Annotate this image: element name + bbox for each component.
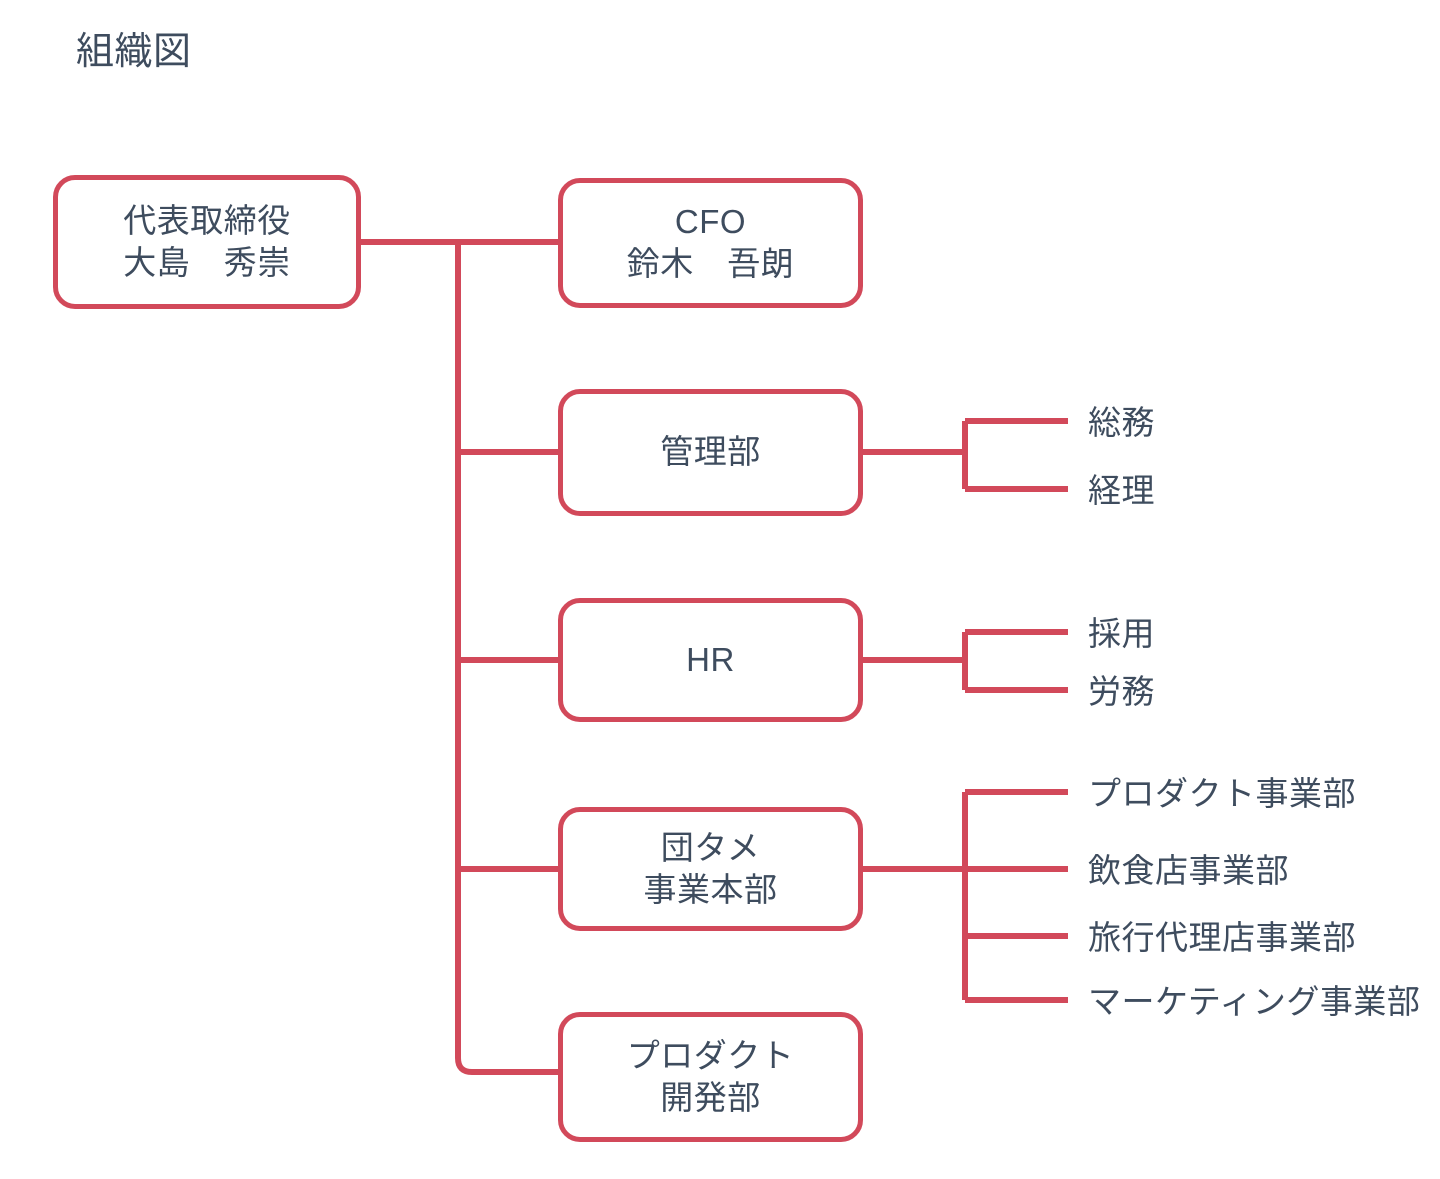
node-administration-department[interactable]: 管理部 xyxy=(558,389,863,516)
leaf-label-marketing-division[interactable]: マーケティング事業部 xyxy=(1088,983,1421,1020)
leaf-label-labor-affairs[interactable]: 労務 xyxy=(1088,673,1155,710)
node-cfo[interactable]: CFO 鈴木 吾朗 xyxy=(558,178,863,308)
node-dantame-subtitle: 事業本部 xyxy=(643,871,778,908)
node-root-name: 大島 秀崇 xyxy=(123,244,291,281)
node-hr-title: HR xyxy=(686,640,735,678)
node-root-title: 代表取締役 xyxy=(123,201,291,239)
node-product-subtitle: 開発部 xyxy=(660,1079,761,1116)
node-product-title: プロダクト xyxy=(626,1036,795,1074)
leaf-label-accounting[interactable]: 経理 xyxy=(1088,472,1155,509)
node-cfo-name: 鈴木 吾朗 xyxy=(626,245,795,282)
node-dantame-title: 団タメ xyxy=(660,828,761,866)
node-admin-title: 管理部 xyxy=(660,433,761,471)
leaf-label-restaurant-division[interactable]: 飲食店事業部 xyxy=(1088,852,1289,889)
node-cfo-title: CFO xyxy=(674,202,747,240)
leaf-label-recruiting[interactable]: 採用 xyxy=(1088,615,1155,652)
connector-main-trunk xyxy=(455,242,558,1075)
node-representative-director[interactable]: 代表取締役 大島 秀崇 xyxy=(53,175,361,309)
leaf-label-travel-agency-division[interactable]: 旅行代理店事業部 xyxy=(1088,919,1356,956)
node-hr-department[interactable]: HR xyxy=(558,598,863,722)
page-title: 組織図 xyxy=(76,31,192,73)
leaf-label-general-affairs[interactable]: 総務 xyxy=(1088,404,1155,441)
node-product-development-department[interactable]: プロダクト 開発部 xyxy=(558,1012,863,1142)
node-dantame-business-headquarters[interactable]: 団タメ 事業本部 xyxy=(558,807,863,931)
leaf-label-product-division[interactable]: プロダクト事業部 xyxy=(1088,775,1356,812)
